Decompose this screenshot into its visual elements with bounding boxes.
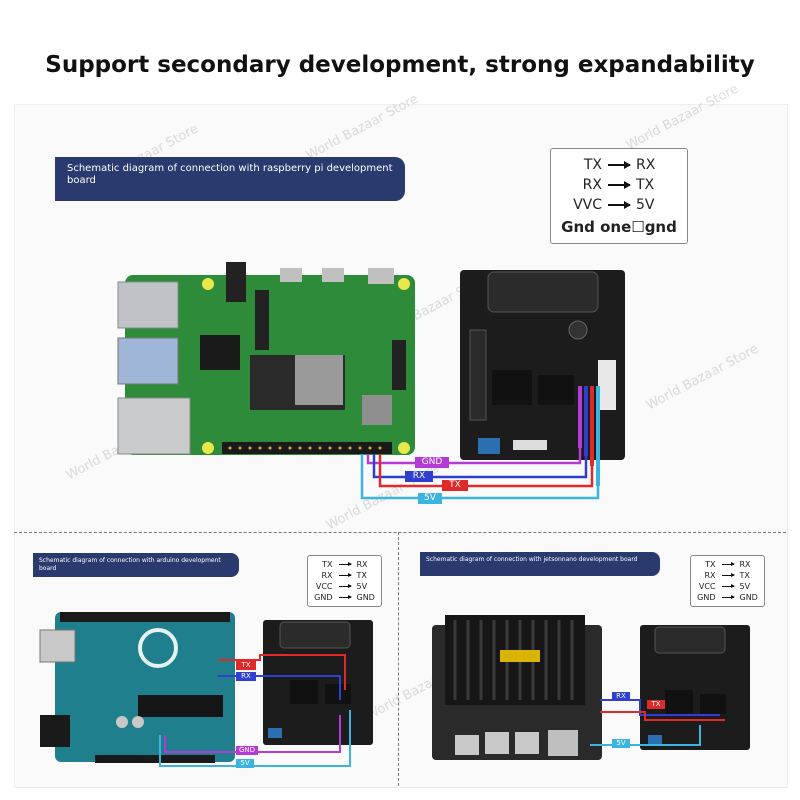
- legend-row: VCC 5V: [691, 581, 764, 592]
- legend-row: GND GND: [691, 592, 764, 603]
- wire-label-rx: RX: [405, 471, 433, 482]
- arrow-right-icon: [721, 584, 735, 588]
- arrow-right-icon: [338, 595, 352, 599]
- legend-from: RX: [321, 571, 333, 580]
- arrow-right-icon: [338, 562, 352, 566]
- wire-label-tx: TX: [647, 700, 665, 709]
- driver-board-arduino: [263, 620, 373, 745]
- legend-from: GND: [697, 593, 716, 602]
- legend-from: TX: [705, 560, 716, 569]
- driver-board-top: [460, 270, 625, 486]
- arrow-right-icon: [721, 573, 735, 577]
- arduino-board: [39, 612, 235, 763]
- legend-row: RX TX: [691, 570, 764, 581]
- jetson-nano-banner: Schematic diagram of connection with jet…: [420, 552, 660, 576]
- wire-label-tx: TX: [236, 661, 256, 670]
- legend-row: VCC 5V: [308, 581, 381, 592]
- arrow-right-icon: [608, 161, 631, 169]
- legend-to: RX: [636, 157, 656, 173]
- legend-to: 5V: [356, 582, 368, 591]
- legend-row: TX RX: [691, 559, 764, 570]
- legend-to: TX: [636, 177, 655, 193]
- legend-from: RX: [704, 571, 716, 580]
- arduino-banner: Schematic diagram of connection with ard…: [33, 553, 239, 577]
- driver-board-jetson: [640, 625, 750, 750]
- wire-label-tx: TX: [442, 480, 468, 491]
- legend-to: TX: [356, 571, 367, 580]
- wire-label-5v: 5V: [418, 493, 442, 504]
- jetson-nano-board: [432, 615, 602, 760]
- legend-from: TX: [322, 560, 333, 569]
- legend-from: RX: [582, 177, 602, 193]
- legend-from: VCC: [315, 582, 333, 591]
- legend-row: RX TX: [308, 570, 381, 581]
- legend-from: GND: [314, 593, 333, 602]
- legend-row: VVC 5V: [551, 195, 687, 215]
- raspberry-pi-pin-legend: TX RX RX TX VVC 5V Gnd one☐gnd: [550, 148, 688, 244]
- legend-note: Gnd one☐gnd: [561, 218, 677, 236]
- legend-row: RX TX: [551, 175, 687, 195]
- arrow-right-icon: [338, 584, 352, 588]
- wire-label-5v: 5V: [236, 759, 254, 768]
- arrow-right-icon: [721, 595, 735, 599]
- wire-label-gnd: GND: [236, 746, 258, 755]
- legend-row: TX RX: [308, 559, 381, 570]
- legend-to: 5V: [739, 582, 751, 591]
- arduino-pin-legend: TX RX RX TX VCC 5V GND GND: [307, 555, 382, 607]
- wire-label-rx: RX: [236, 672, 256, 681]
- raspberry-pi-wires: [360, 448, 600, 500]
- headline: Support secondary development, strong ex…: [45, 52, 755, 78]
- legend-to: GND: [356, 593, 375, 602]
- legend-to: GND: [739, 593, 758, 602]
- wire-label-rx: RX: [612, 692, 630, 701]
- legend-from: TX: [583, 157, 602, 173]
- arrow-right-icon: [608, 181, 631, 189]
- arrow-right-icon: [721, 562, 735, 566]
- legend-to: TX: [739, 571, 750, 580]
- legend-row: TX RX: [551, 155, 687, 175]
- legend-from: VVC: [573, 197, 602, 213]
- section-divider: [398, 532, 399, 786]
- wire-label-gnd: GND: [415, 457, 449, 468]
- arrow-right-icon: [338, 573, 352, 577]
- legend-to: RX: [739, 560, 751, 569]
- raspberry-pi-banner: Schematic diagram of connection with ras…: [55, 157, 405, 201]
- wire-label-5v: 5V: [612, 739, 630, 748]
- jetson-nano-pin-legend: TX RX RX TX VCC 5V GND GND: [690, 555, 765, 607]
- legend-row: GND GND: [308, 592, 381, 603]
- legend-from: VCC: [698, 582, 716, 591]
- section-divider: [14, 532, 786, 533]
- legend-to: RX: [356, 560, 368, 569]
- legend-to: 5V: [636, 197, 655, 213]
- arrow-right-icon: [608, 201, 631, 209]
- raspberry-pi-board: [117, 262, 415, 455]
